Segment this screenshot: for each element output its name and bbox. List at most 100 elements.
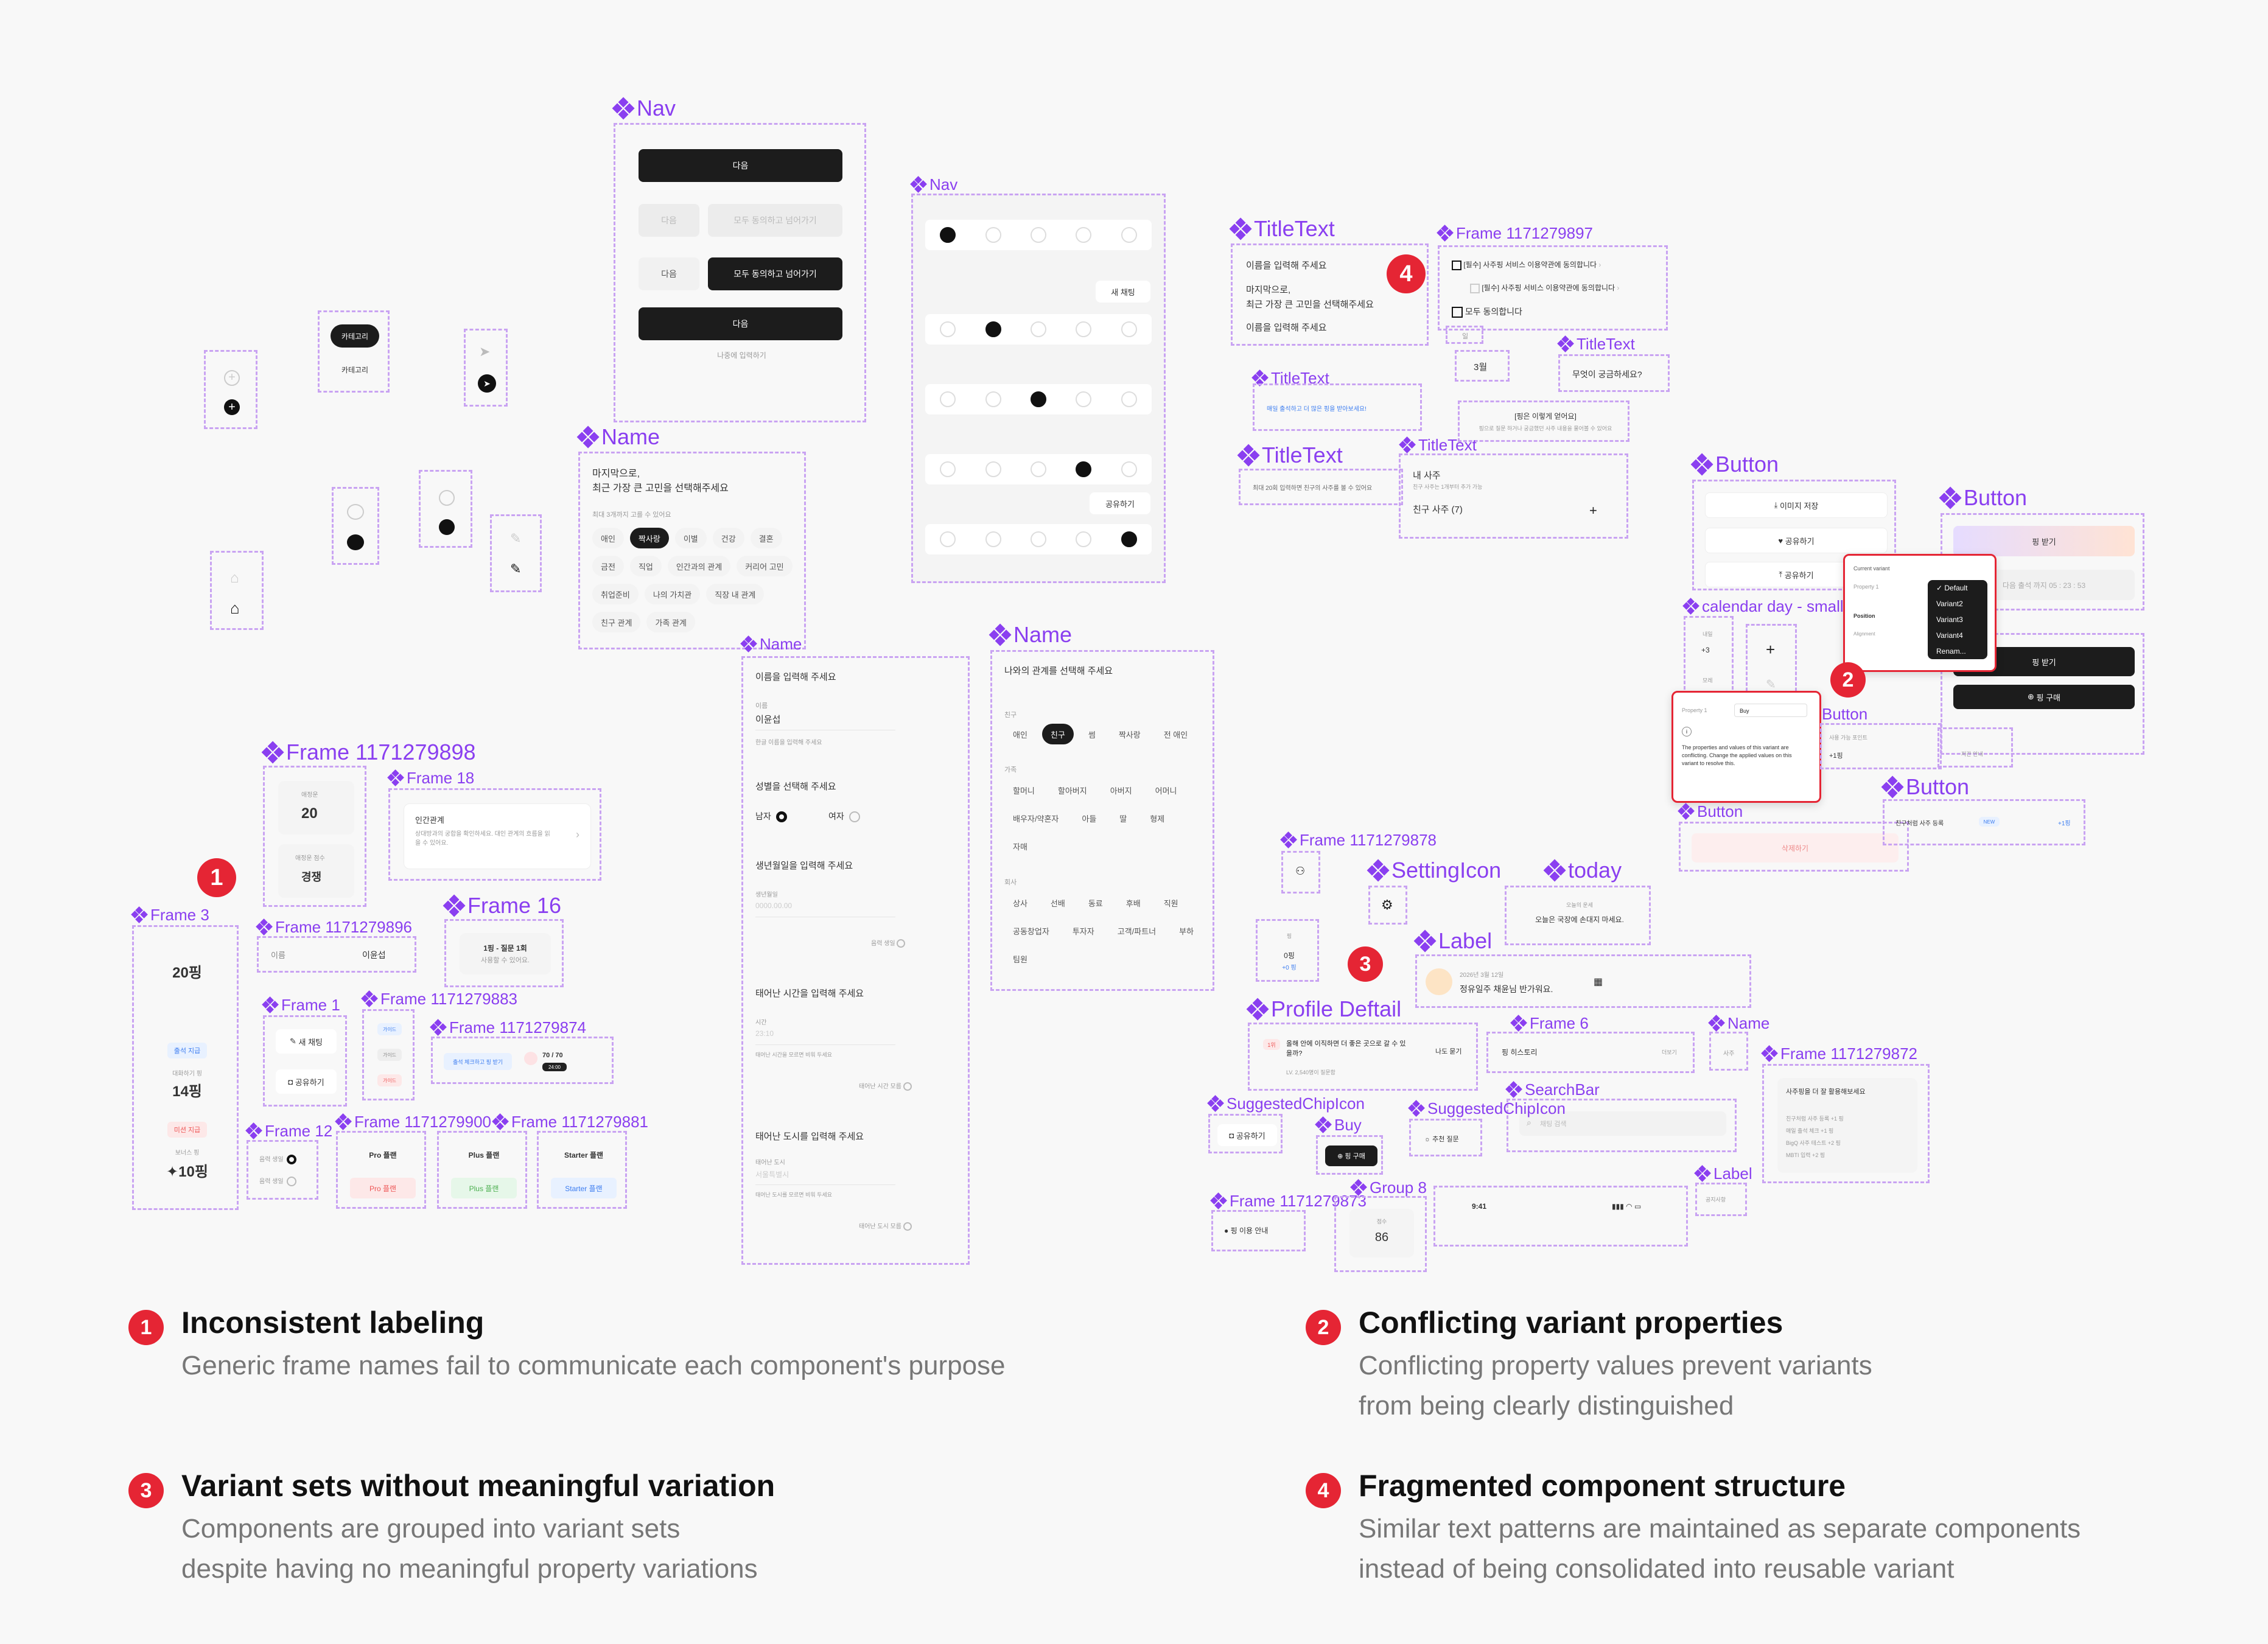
terms-row-2[interactable]: [필수] 사주핑 서비스 이용약관에 동의합니다 › (1470, 282, 1619, 293)
home-icon[interactable] (940, 391, 956, 407)
relation-chip[interactable]: 직원 (1163, 898, 1178, 908)
chat-icon[interactable] (985, 227, 1001, 243)
concern-chip[interactable]: 직장 내 관계 (706, 584, 765, 604)
concern-chip[interactable]: 나의 가치관 (644, 584, 701, 604)
relation-chip[interactable]: 공동창업자 (1013, 926, 1049, 936)
bottom-nav-write[interactable] (925, 384, 1152, 414)
compass-icon[interactable] (1076, 227, 1092, 243)
concern-chip[interactable]: 직업 (629, 556, 662, 576)
profile-icon[interactable] (1121, 531, 1137, 547)
home-icon[interactable] (940, 531, 956, 547)
chat-icon[interactable] (985, 531, 1001, 547)
person-add-icon[interactable]: ⚇ (1295, 865, 1306, 877)
terms-all-row[interactable]: 모두 동의합니다 (1452, 306, 1522, 318)
unknown-time-option[interactable]: 태어난 시간 모름 (859, 1081, 912, 1091)
unknown-city-option[interactable]: 태어난 도시 모름 (859, 1221, 912, 1231)
buy-ping-button[interactable]: ⊕ 핑 구매 (1325, 1146, 1377, 1166)
radio[interactable] (903, 1222, 912, 1231)
plan-plus-button[interactable]: Plus 플랜 (451, 1178, 517, 1198)
next-button-2[interactable]: 다음 (639, 307, 842, 340)
buy-ping-button[interactable]: ⊕ 핑 구매 (1953, 685, 2135, 709)
lunar-option[interactable]: 음력 생일 (259, 1176, 297, 1187)
chat-icon[interactable] (347, 504, 364, 520)
relation-chip[interactable]: 팀원 (1013, 954, 1027, 964)
relation-chip[interactable]: 고객/파트너 (1117, 926, 1157, 936)
relation-chip[interactable]: 형제 (1150, 814, 1165, 824)
recommend-chip[interactable]: ☼ 추천 질문 (1424, 1134, 1459, 1144)
plan-starter-button[interactable]: Starter 플랜 (551, 1178, 617, 1198)
relation-chip[interactable]: 애인 (1013, 730, 1027, 740)
lunar-option-selected[interactable]: 음력 생일 (259, 1154, 297, 1165)
add-icon[interactable]: + (1589, 503, 1597, 518)
share-button[interactable]: ♥ 공유하기 (1705, 528, 1888, 553)
chat-icon-active[interactable] (347, 534, 364, 550)
checkbox[interactable] (1452, 260, 1461, 270)
send-icon[interactable]: ➤ (479, 344, 491, 359)
birth-field[interactable]: 0000.00.00 (755, 901, 793, 910)
pen-icon[interactable] (1030, 227, 1046, 243)
conflict-prop-select[interactable]: Buy (1734, 704, 1807, 717)
gender-option-female[interactable]: 여자 (828, 810, 860, 823)
ping-guide[interactable]: ● 핑 이용 안내 (1224, 1225, 1268, 1236)
variant-dropdown[interactable]: ✓ Default Variant2 Variant3 Variant4 Ren… (1928, 580, 1987, 659)
share-button[interactable]: ◘ 공유하기 (276, 1069, 337, 1094)
relation-chip[interactable]: 동료 (1088, 898, 1103, 908)
lunar-option[interactable]: 음력 생일 (871, 938, 906, 948)
share-button[interactable]: 공유하기 (1090, 492, 1150, 514)
relation-chip[interactable]: 선배 (1050, 898, 1065, 908)
gear-icon[interactable]: ⚙ (1381, 897, 1393, 912)
chat-icon[interactable] (985, 391, 1001, 407)
profile-icon[interactable] (1121, 321, 1137, 337)
send-icon-active[interactable]: ➤ (478, 374, 496, 393)
chat-icon[interactable] (985, 321, 1001, 337)
concern-chip[interactable]: 애인 (592, 528, 624, 548)
chat-icon[interactable] (985, 461, 1001, 477)
concern-chip[interactable]: 건강 (712, 528, 744, 548)
calendar-icon[interactable]: ▦ (1594, 977, 1603, 987)
concern-chip[interactable]: 결혼 (750, 528, 782, 548)
compass-icon[interactable] (439, 490, 455, 506)
radio-selected[interactable] (775, 811, 787, 823)
bottom-nav-home[interactable] (925, 220, 1152, 250)
add-icon-active[interactable]: + (224, 399, 240, 415)
relation-chip[interactable]: 짝사랑 (1118, 730, 1141, 740)
delete-button[interactable]: 삭제하기 (1692, 833, 1899, 862)
checkbox[interactable] (1470, 283, 1480, 293)
concern-chip[interactable]: 금전 (592, 556, 624, 576)
profile-icon[interactable] (1121, 227, 1137, 243)
variant-rename[interactable]: Renam... (1936, 647, 1966, 656)
relation-chip[interactable]: 투자자 (1072, 926, 1094, 936)
next-button-disabled[interactable]: 다음 (639, 204, 699, 237)
variant-option-default[interactable]: ✓ Default (1936, 584, 1968, 592)
home-icon[interactable] (940, 321, 956, 337)
home-icon[interactable]: ⌂ (230, 570, 239, 586)
relation-chip[interactable]: 할아버지 (1057, 786, 1087, 796)
attendance-button[interactable]: 출석 체크하고 핑 받기 (444, 1053, 512, 1070)
relation-chip[interactable]: 부하 (1179, 926, 1194, 936)
bottom-nav-chat[interactable] (925, 314, 1152, 345)
ping-history-more[interactable]: 더보기 (1662, 1049, 1677, 1055)
pen-icon-active[interactable]: ✎ (510, 561, 522, 576)
radio[interactable] (287, 1177, 297, 1187)
ask-too-button[interactable]: 나도 묻기 (1435, 1048, 1462, 1055)
compass-icon[interactable] (1076, 531, 1092, 547)
concern-chip[interactable]: 취업준비 (592, 584, 639, 604)
variant-option[interactable]: Variant4 (1936, 631, 1963, 640)
pen-icon[interactable] (1030, 461, 1046, 477)
save-image-button[interactable]: ⤓ 이미지 저장 (1705, 492, 1888, 518)
concern-chip[interactable]: 가족 관계 (646, 612, 695, 632)
share-chip[interactable]: ◘ 공유하기 (1217, 1124, 1277, 1146)
checkbox[interactable] (1452, 307, 1463, 318)
relation-chip[interactable]: 배우자/약혼자 (1013, 814, 1059, 824)
relation-chip[interactable]: 딸 (1119, 814, 1127, 824)
get-ping-button[interactable]: 핑 받기 (1953, 526, 2135, 556)
new-chat-button[interactable]: ✎ 새 채팅 (276, 1029, 337, 1054)
gender-option-male[interactable]: 남자 (755, 810, 787, 823)
category-chip[interactable]: 카테고리 (341, 365, 369, 374)
bottom-nav-explore[interactable] (925, 454, 1152, 484)
pen-icon[interactable]: ✎ (510, 531, 522, 546)
profile-icon[interactable] (1121, 461, 1137, 477)
relationship-card[interactable]: 인간관계 상대방과의 궁합을 확인하세요. 대인 관계의 흐름을 읽을 수 있어… (404, 803, 591, 869)
concern-chip[interactable]: 인간과의 관계 (667, 556, 731, 576)
new-chat-button[interactable]: 새 채팅 (1096, 281, 1150, 303)
